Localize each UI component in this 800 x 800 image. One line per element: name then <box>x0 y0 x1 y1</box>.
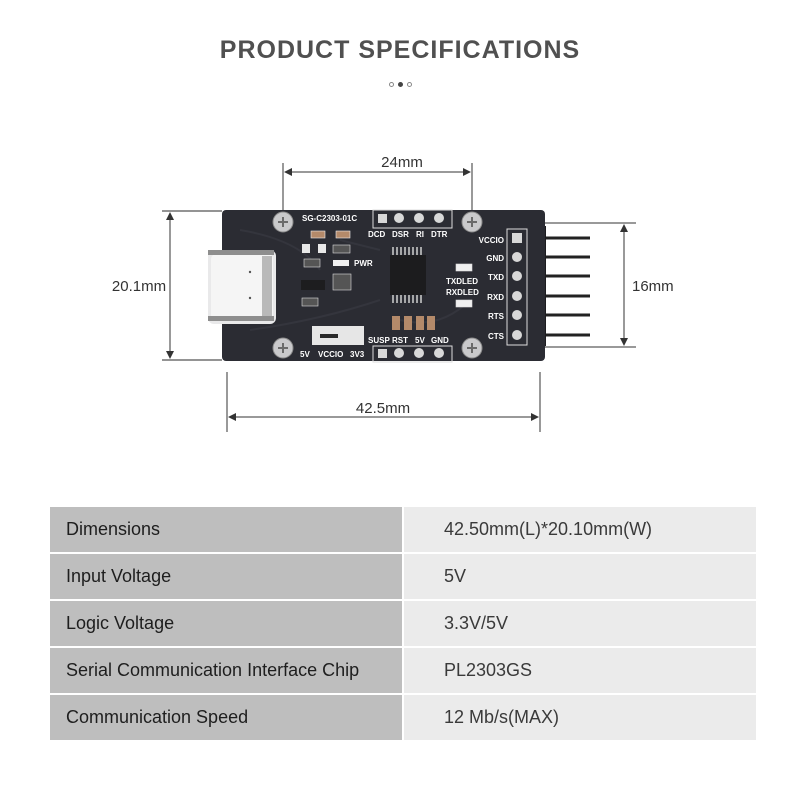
spec-value: 42.50mm(L)*20.10mm(W) <box>404 507 756 552</box>
screw-top-left <box>272 211 294 233</box>
pin-label-dcd: DCD <box>368 230 386 239</box>
spec-value: PL2303GS <box>404 648 756 693</box>
tx-led <box>455 263 473 272</box>
voltage-select-switch[interactable] <box>312 326 364 345</box>
spec-value: 3.3V/5V <box>404 601 756 646</box>
carousel-dot[interactable] <box>388 82 394 87</box>
smd-components <box>301 230 435 330</box>
switch-label-3v3: 3V3 <box>350 350 365 359</box>
dimension-board-length: 42.5mm <box>226 372 541 432</box>
pl2303-chip <box>390 247 426 303</box>
dimension-header-span: 16mm <box>545 222 674 348</box>
pin-label-susp: SUSP <box>368 336 390 345</box>
spec-row-communication-speed: Communication Speed 12 Mb/s(MAX) <box>50 695 756 740</box>
pin-label-gnd-bottom: GND <box>431 336 449 345</box>
carousel-indicator <box>0 82 800 87</box>
screw-top-right <box>461 211 483 233</box>
pin-label-dtr: DTR <box>431 230 448 239</box>
spec-value: 5V <box>404 554 756 599</box>
carousel-dot-active[interactable] <box>397 82 403 87</box>
spec-label: Communication Speed <box>50 695 402 740</box>
bottom-pin-row <box>372 345 453 363</box>
spec-row-logic-voltage: Logic Voltage 3.3V/5V <box>50 601 756 646</box>
side-pin-pads <box>506 228 528 346</box>
pwr-led <box>333 260 349 266</box>
switch-label-vccio: VCCIO <box>318 350 343 359</box>
spec-value: 12 Mb/s(MAX) <box>404 695 756 740</box>
pin-label-5v: 5V <box>415 336 425 345</box>
pin-label-vccio: VCCIO <box>479 236 504 245</box>
rx-led <box>455 299 473 308</box>
pin-label-rst: RST <box>392 336 408 345</box>
spec-row-interface-chip: Serial Communication Interface Chip PL23… <box>50 648 756 693</box>
pin-label-dsr: DSR <box>392 230 409 239</box>
led-label-rxd: RXDLED <box>446 288 479 297</box>
led-label-txd: TXDLED <box>446 277 478 286</box>
dimension-board-height: 20.1mm <box>112 210 222 361</box>
spec-label: Logic Voltage <box>50 601 402 646</box>
dimension-label-24mm: 24mm <box>381 154 423 171</box>
pin-label-cts: CTS <box>488 332 505 341</box>
usb-c-connector <box>208 250 276 324</box>
spec-row-input-voltage: Input Voltage 5V <box>50 554 756 599</box>
board-dimension-diagram: 24mm 20.1mm 16mm 42.5mm <box>112 154 674 432</box>
pin-label-rxd: RXD <box>487 293 504 302</box>
screw-bottom-right <box>461 337 483 359</box>
dimension-label-16mm: 16mm <box>632 278 674 295</box>
pin-label-gnd: GND <box>486 254 504 263</box>
pin-label-ri: RI <box>416 230 424 239</box>
pin-label-txd: TXD <box>488 273 504 282</box>
top-pin-row <box>372 209 453 229</box>
carousel-dot[interactable] <box>406 82 412 87</box>
page-title: PRODUCT SPECIFICATIONS <box>219 36 581 64</box>
led-label-pwr: PWR <box>354 259 373 268</box>
screw-bottom-left <box>272 337 294 359</box>
pin-label-rts: RTS <box>488 312 505 321</box>
switch-label-5v: 5V <box>300 350 310 359</box>
spec-label: Input Voltage <box>50 554 402 599</box>
dimension-label-42-5mm: 42.5mm <box>356 400 410 417</box>
board-model-label: SG-C2303-01C <box>302 214 357 223</box>
specs-table: Dimensions 42.50mm(L)*20.10mm(W) Input V… <box>50 507 756 742</box>
dimension-label-20-1mm: 20.1mm <box>112 278 166 295</box>
spec-row-dimensions: Dimensions 42.50mm(L)*20.10mm(W) <box>50 507 756 552</box>
spec-label: Dimensions <box>50 507 402 552</box>
spec-label: Serial Communication Interface Chip <box>50 648 402 693</box>
